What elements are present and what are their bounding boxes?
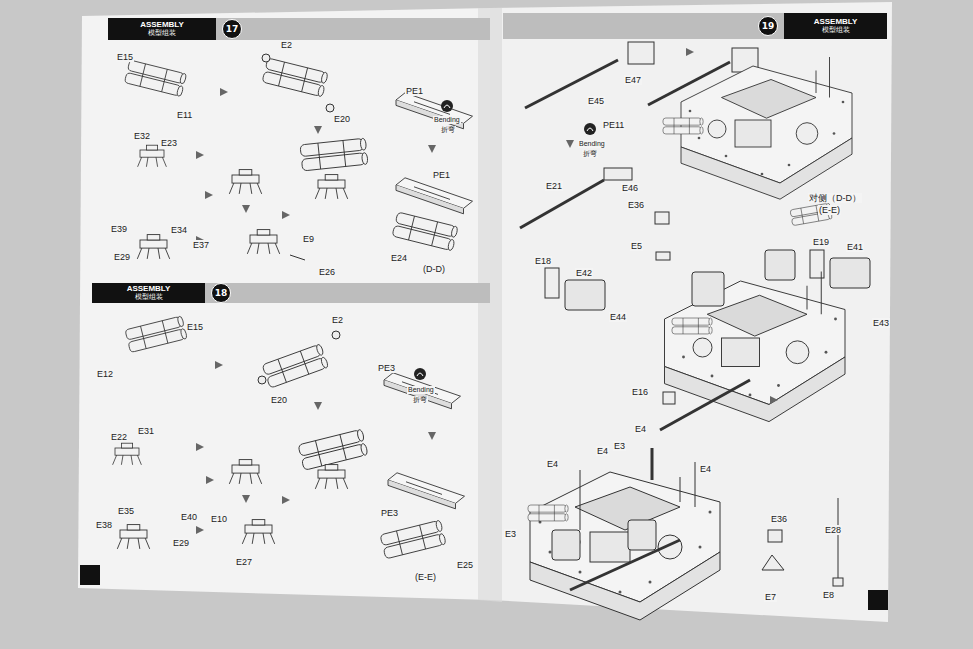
part-number: E22: [110, 432, 128, 442]
part-number: E3: [504, 529, 517, 539]
part-number: E4: [596, 446, 609, 456]
step-number: 17: [222, 19, 242, 39]
step-number-text: 18: [215, 288, 228, 298]
part-number: E25: [456, 560, 474, 570]
part-number: E47: [624, 75, 642, 85]
part-number: PE11: [602, 120, 625, 130]
part-number: E11: [176, 110, 193, 120]
part-number: (E-E): [414, 572, 437, 582]
part-number: E29: [113, 252, 131, 262]
part-number: PE3: [377, 363, 396, 373]
assembly-band: ASSEMBLY模型组装 18: [92, 283, 490, 303]
band-heading: ASSEMBLY: [127, 284, 171, 293]
part-number: E24: [390, 253, 408, 263]
part-number: E2: [331, 315, 344, 325]
bending-note: Bending: [578, 140, 606, 148]
part-number: E20: [333, 114, 351, 124]
part-number: E4: [634, 424, 647, 434]
part-number: E15: [186, 322, 204, 332]
part-number: E7: [764, 592, 777, 602]
part-number: E19: [812, 237, 830, 247]
part-number: E23: [160, 138, 178, 148]
bending-note: 折弯: [412, 396, 428, 404]
step-number: 18: [211, 283, 231, 303]
step-number-text: 17: [226, 24, 239, 34]
part-number: E39: [110, 224, 128, 234]
bending-note: 折弯: [582, 150, 598, 158]
part-number: E2: [280, 40, 293, 50]
part-number: E45: [587, 96, 605, 106]
part-number: E9: [302, 234, 315, 244]
part-number: PE3: [380, 508, 399, 518]
part-number: PE1: [405, 86, 424, 96]
part-number: E43: [872, 318, 890, 328]
part-number: E41: [846, 242, 864, 252]
band-subheading: 模型组装: [135, 293, 163, 302]
part-number: 对侧（D-D）: [808, 193, 862, 203]
part-number: E12: [96, 369, 114, 379]
part-number: E44: [609, 312, 627, 322]
part-number: E32: [133, 131, 151, 141]
part-number: E40: [180, 512, 198, 522]
band-heading: ASSEMBLY: [814, 17, 858, 26]
part-number: E3: [613, 441, 626, 451]
part-number: E31: [137, 426, 155, 436]
part-number: (D-D): [422, 264, 446, 274]
part-number: E36: [770, 514, 788, 524]
part-number: E35: [117, 506, 135, 516]
step-number-text: 19: [762, 21, 775, 31]
part-number: E10: [210, 514, 228, 524]
part-number: E5: [630, 241, 643, 251]
part-number: E4: [546, 459, 559, 469]
part-number: E37: [192, 240, 210, 250]
part-number: E34: [170, 225, 188, 235]
part-number: E18: [534, 256, 552, 266]
part-number: E26: [318, 267, 336, 277]
part-number: PE1: [432, 170, 451, 180]
part-number: E38: [95, 520, 113, 530]
part-number: E42: [575, 268, 593, 278]
band-subheading: 模型组装: [148, 29, 176, 38]
part-number: E21: [545, 181, 563, 191]
step-number: 19: [758, 16, 778, 36]
assembly-band: ASSEMBLY模型组装 17: [108, 18, 490, 40]
part-number: E36: [627, 200, 645, 210]
band-title: ASSEMBLY模型组装: [108, 18, 216, 40]
part-number: E8: [822, 590, 835, 600]
part-number: E29: [172, 538, 190, 548]
part-number: E28: [824, 525, 842, 535]
band-title: ASSEMBLY模型组装: [784, 13, 887, 39]
part-number: E20: [270, 395, 288, 405]
part-number: E15: [116, 52, 134, 62]
part-number: E4: [699, 464, 712, 474]
band-subheading: 模型组装: [822, 26, 850, 35]
bending-note: 折弯: [440, 126, 456, 134]
part-number: E46: [621, 183, 639, 193]
part-number: E16: [631, 387, 649, 397]
assembly-band: ASSEMBLY模型组装 19: [503, 13, 887, 39]
part-number: (E-E): [818, 205, 841, 215]
part-number: E27: [235, 557, 253, 567]
band-title: ASSEMBLY模型组装: [92, 283, 205, 303]
bending-note: Bending: [407, 386, 435, 394]
bending-note: Bending: [433, 116, 461, 124]
band-heading: ASSEMBLY: [140, 20, 184, 29]
